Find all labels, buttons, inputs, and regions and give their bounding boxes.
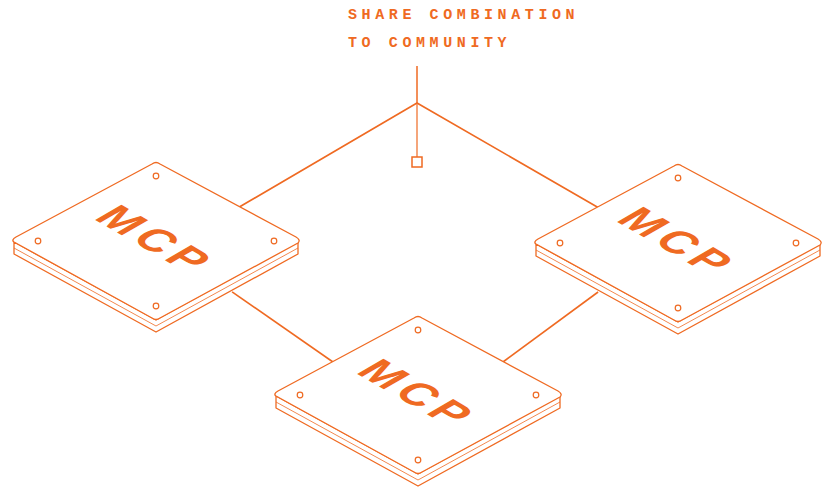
connector-line (232, 292, 333, 362)
mcp-tile: MCP (8, 158, 304, 334)
mcp-tile: MCP (530, 160, 826, 336)
leader-stem (416, 103, 417, 157)
connector-line (503, 292, 598, 362)
connector-line (239, 103, 598, 208)
mcp-tile: MCP (270, 312, 566, 488)
callout-label: SHARE COMBINATION TO COMMUNITY (348, 2, 598, 58)
anchor-square (412, 157, 422, 167)
leader-line (416, 66, 418, 103)
